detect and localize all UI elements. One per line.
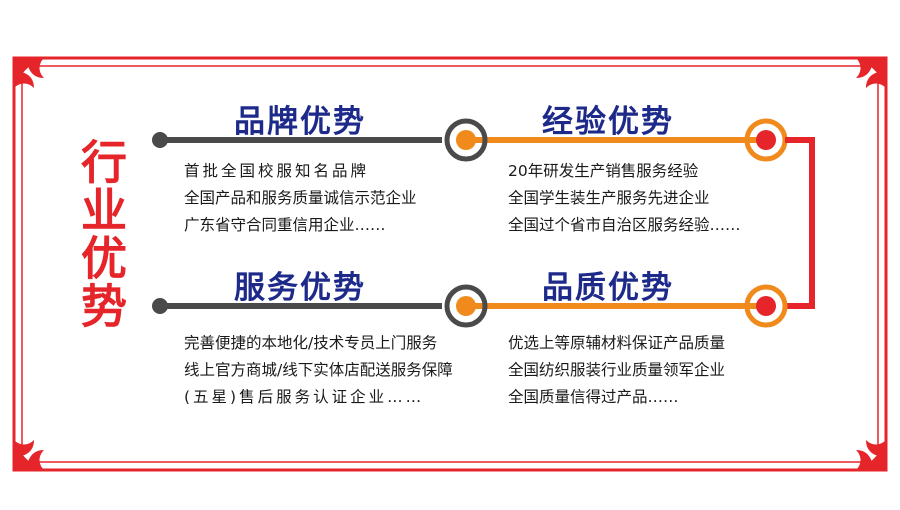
corner-ornament-bottom-left: [14, 440, 44, 470]
section-line: 线上官方商城/线下实体店配送服务保障: [184, 361, 453, 379]
timeline-top-end-dot: [756, 130, 776, 150]
section-title-quality: 品质优势: [542, 270, 674, 306]
timeline-bottom-end-dot: [756, 296, 776, 316]
section-line: 全国过个省市自治区服务经验……: [508, 216, 741, 234]
section-lines-experience: 20年研发生产销售服务经验 全国学生装生产服务先进企业 全国过个省市自治区服务经…: [508, 158, 741, 239]
outer-border: [12, 56, 888, 472]
timeline-top-start-dot: [152, 132, 168, 148]
section-lines-service: 完善便捷的本地化/技术专员上门服务 线上官方商城/线下实体店配送服务保障 (五星…: [184, 330, 453, 411]
section-line: 全国纺织服装行业质量领军企业: [508, 361, 726, 379]
corner-ornament-top-right: [856, 58, 886, 88]
section-title-service: 服务优势: [234, 270, 366, 306]
timeline-bottom-node-dot: [456, 296, 476, 316]
section-line: 首批全国校服知名品牌: [184, 162, 370, 180]
section-line: 全国产品和服务质量诚信示范企业: [184, 189, 417, 207]
section-lines-quality: 优选上等原辅材料保证产品质量 全国纺织服装行业质量领军企业 全国质量信得过产品……: [508, 330, 725, 411]
timeline-bottom-start-dot: [152, 298, 168, 314]
section-line: 完善便捷的本地化/技术专员上门服务: [184, 334, 438, 352]
section-line: 全国学生装生产服务先进企业: [508, 189, 710, 207]
section-title-brand: 品牌优势: [234, 104, 366, 140]
section-line: 全国质量信得过产品……: [508, 388, 679, 406]
side-title: 行业优势: [74, 138, 128, 330]
section-line: 广东省守合同重信用企业……: [184, 216, 386, 234]
section-line: 20年研发生产销售服务经验: [508, 162, 699, 180]
corner-ornament-top-left: [14, 58, 44, 88]
corner-ornament-bottom-right: [856, 440, 886, 470]
inner-border: [21, 65, 879, 463]
section-title-experience: 经验优势: [542, 104, 674, 140]
timeline-top-node-dot: [456, 130, 476, 150]
section-lines-brand: 首批全国校服知名品牌 全国产品和服务质量诚信示范企业 广东省守合同重信用企业……: [184, 158, 417, 239]
timeline-bottom-node-ring: [444, 284, 488, 328]
section-line: (五星)售后服务认证企业……: [184, 388, 425, 406]
timeline-bottom-end-ring: [744, 284, 788, 328]
timeline-connector: [785, 137, 815, 309]
timeline-top-node-ring: [444, 118, 488, 162]
section-line: 优选上等原辅材料保证产品质量: [508, 334, 726, 352]
